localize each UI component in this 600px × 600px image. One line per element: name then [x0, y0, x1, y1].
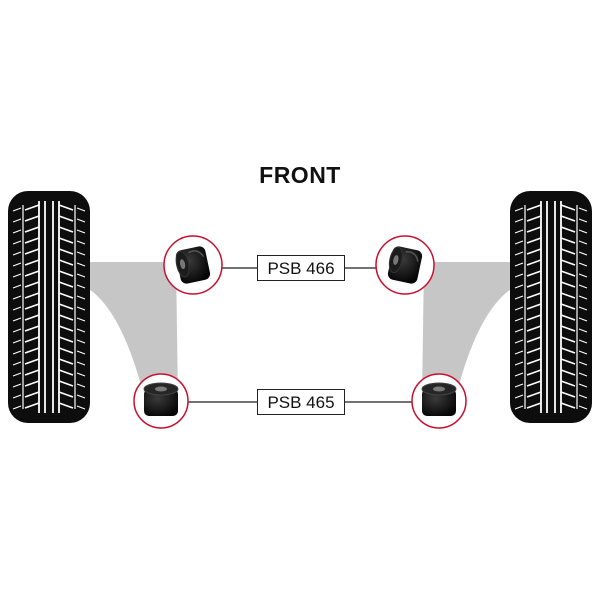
bush-upper-icon [175, 246, 211, 284]
right-control-arm [422, 262, 516, 400]
front-heading: FRONT [259, 162, 341, 188]
label-psb-466: PSB 466 [257, 255, 345, 281]
bush-lower-right [411, 373, 467, 429]
tyre-left-icon [8, 191, 90, 423]
bush-lower-left [133, 373, 189, 429]
label-psb-465: PSB 465 [257, 389, 345, 415]
tyre-right-icon [510, 191, 592, 423]
left-control-arm [84, 262, 178, 400]
bush-lower-icon [143, 382, 179, 416]
bush-lower-icon [421, 382, 457, 416]
bush-upper-right [375, 235, 435, 295]
bush-upper-icon [387, 246, 423, 284]
bush-upper-left [163, 235, 223, 295]
